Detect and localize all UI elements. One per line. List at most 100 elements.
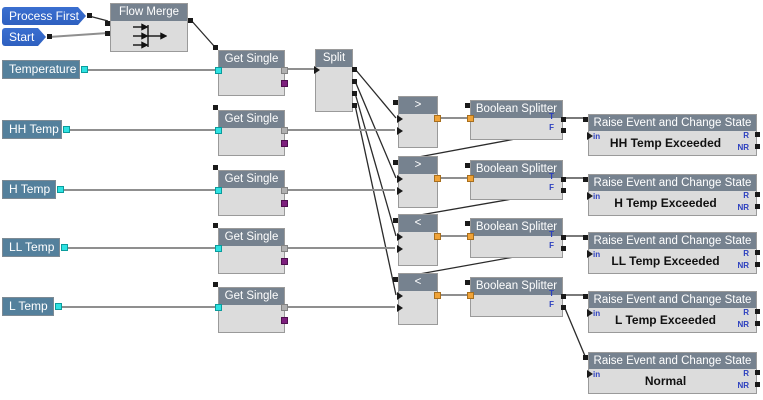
- port-flow-in[interactable]: [213, 105, 218, 110]
- port-raise-out[interactable]: [755, 250, 760, 255]
- port-value-out[interactable]: [352, 67, 357, 72]
- port-flow-in[interactable]: [583, 177, 588, 182]
- port-false-out[interactable]: [561, 128, 566, 133]
- node-get-single-2[interactable]: Get Single: [213, 105, 288, 156]
- port-raise-out[interactable]: [755, 370, 760, 375]
- node-boolean-splitter-3[interactable]: Boolean Splitter T F: [465, 218, 566, 258]
- port-in-arrow[interactable]: [587, 192, 593, 200]
- port-value-out[interactable]: [61, 244, 68, 251]
- port-value-out[interactable]: [281, 304, 288, 311]
- port-not-raise-out[interactable]: [755, 382, 760, 387]
- node-get-single-3[interactable]: Get Single: [213, 165, 288, 216]
- port-value-in-arrow[interactable]: [397, 233, 403, 241]
- port-value-out[interactable]: [63, 126, 70, 133]
- node-boolean-splitter-4[interactable]: Boolean Splitter T F: [465, 277, 566, 317]
- port-true-out[interactable]: [561, 117, 566, 122]
- port-value-in[interactable]: [467, 175, 474, 182]
- port-flow-in[interactable]: [213, 223, 218, 228]
- port-value-in-arrow[interactable]: [314, 66, 320, 74]
- port-value-out[interactable]: [55, 303, 62, 310]
- wire-split-to-compare-3[interactable]: [354, 92, 397, 237]
- port-flow-in[interactable]: [583, 294, 588, 299]
- port-flow-out[interactable]: [188, 18, 193, 23]
- port-value-in-arrow[interactable]: [397, 127, 403, 135]
- port-flow-in[interactable]: [213, 45, 218, 50]
- wire-start-to-flow-merge[interactable]: [48, 32, 109, 38]
- source-process-first[interactable]: Process First: [2, 7, 92, 25]
- port-value-out[interactable]: [57, 186, 64, 193]
- port-flow-in[interactable]: [213, 282, 218, 287]
- port-secondary-out[interactable]: [281, 317, 288, 324]
- node-raise-event-l[interactable]: Raise Event and Change State in L Temp E…: [583, 291, 760, 333]
- port-value-out[interactable]: [81, 66, 88, 73]
- port-value-in-arrow[interactable]: [397, 115, 403, 123]
- port-value-out[interactable]: [281, 245, 288, 252]
- port-in-arrow[interactable]: [587, 250, 593, 258]
- node-split[interactable]: Split: [314, 49, 357, 112]
- port-raise-out[interactable]: [755, 132, 760, 137]
- port-value-out[interactable]: [352, 103, 357, 108]
- port-value-in[interactable]: [467, 292, 474, 299]
- port-flow-in[interactable]: [105, 31, 110, 36]
- port-flow-in[interactable]: [465, 280, 470, 285]
- wire-split-to-compare-1[interactable]: [354, 68, 397, 119]
- port-value-out[interactable]: [352, 79, 357, 84]
- port-flow-out[interactable]: [87, 13, 92, 18]
- node-get-single-5[interactable]: Get Single: [213, 282, 288, 333]
- port-value-out[interactable]: [352, 91, 357, 96]
- port-result-out[interactable]: [434, 292, 441, 299]
- port-value-in-arrow[interactable]: [397, 175, 403, 183]
- port-secondary-out[interactable]: [281, 258, 288, 265]
- node-compare-gt-2[interactable]: >: [393, 156, 441, 208]
- port-flow-in[interactable]: [393, 277, 398, 282]
- source-start[interactable]: Start: [2, 28, 52, 46]
- tag-temperature[interactable]: Temperature: [2, 60, 88, 79]
- tag-h-temp[interactable]: H Temp: [2, 180, 64, 199]
- port-value-in-arrow[interactable]: [397, 292, 403, 300]
- port-value-in[interactable]: [215, 127, 222, 134]
- port-not-raise-out[interactable]: [755, 262, 760, 267]
- port-flow-in[interactable]: [393, 100, 398, 105]
- port-value-out[interactable]: [281, 67, 288, 74]
- port-flow-in[interactable]: [465, 163, 470, 168]
- port-false-out[interactable]: [561, 246, 566, 251]
- node-flow-merge[interactable]: Flow Merge: [105, 3, 193, 52]
- port-raise-out[interactable]: [755, 192, 760, 197]
- node-boolean-splitter-2[interactable]: Boolean Splitter T F: [465, 160, 566, 200]
- port-value-in[interactable]: [215, 304, 222, 311]
- wire-flow-merge-to-get-single-1[interactable]: [189, 18, 215, 47]
- tag-hh-temp[interactable]: HH Temp: [2, 120, 70, 139]
- port-false-out[interactable]: [561, 305, 566, 310]
- port-in-arrow[interactable]: [587, 370, 593, 378]
- node-raise-event-normal[interactable]: Raise Event and Change State in Normal R…: [583, 352, 760, 394]
- port-true-out[interactable]: [561, 235, 566, 240]
- port-secondary-out[interactable]: [281, 80, 288, 87]
- port-value-in-arrow[interactable]: [397, 304, 403, 312]
- port-result-out[interactable]: [434, 175, 441, 182]
- port-secondary-out[interactable]: [281, 140, 288, 147]
- node-get-single-1[interactable]: Get Single: [213, 45, 288, 96]
- port-value-in[interactable]: [467, 115, 474, 122]
- wire-bs-4-false-to-raise-event-normal[interactable]: [563, 305, 586, 357]
- port-not-raise-out[interactable]: [755, 144, 760, 149]
- port-result-out[interactable]: [434, 233, 441, 240]
- port-flow-out[interactable]: [47, 34, 52, 39]
- port-false-out[interactable]: [561, 188, 566, 193]
- port-value-in[interactable]: [215, 67, 222, 74]
- wire-process-first-to-flow-merge[interactable]: [88, 15, 109, 22]
- node-boolean-splitter-1[interactable]: Boolean Splitter T F: [465, 100, 566, 140]
- port-value-in[interactable]: [215, 245, 222, 252]
- port-value-out[interactable]: [281, 187, 288, 194]
- tag-ll-temp[interactable]: LL Temp: [2, 238, 68, 257]
- node-raise-event-ll[interactable]: Raise Event and Change State in LL Temp …: [583, 232, 760, 274]
- node-raise-event-hh[interactable]: Raise Event and Change State in HH Temp …: [583, 114, 760, 156]
- node-compare-lt-2[interactable]: <: [393, 273, 441, 325]
- tag-l-temp[interactable]: L Temp: [2, 297, 62, 316]
- port-value-in[interactable]: [215, 187, 222, 194]
- port-result-out[interactable]: [434, 115, 441, 122]
- port-flow-in[interactable]: [465, 221, 470, 226]
- port-flow-in[interactable]: [583, 117, 588, 122]
- port-not-raise-out[interactable]: [755, 321, 760, 326]
- node-compare-lt-1[interactable]: <: [393, 214, 441, 266]
